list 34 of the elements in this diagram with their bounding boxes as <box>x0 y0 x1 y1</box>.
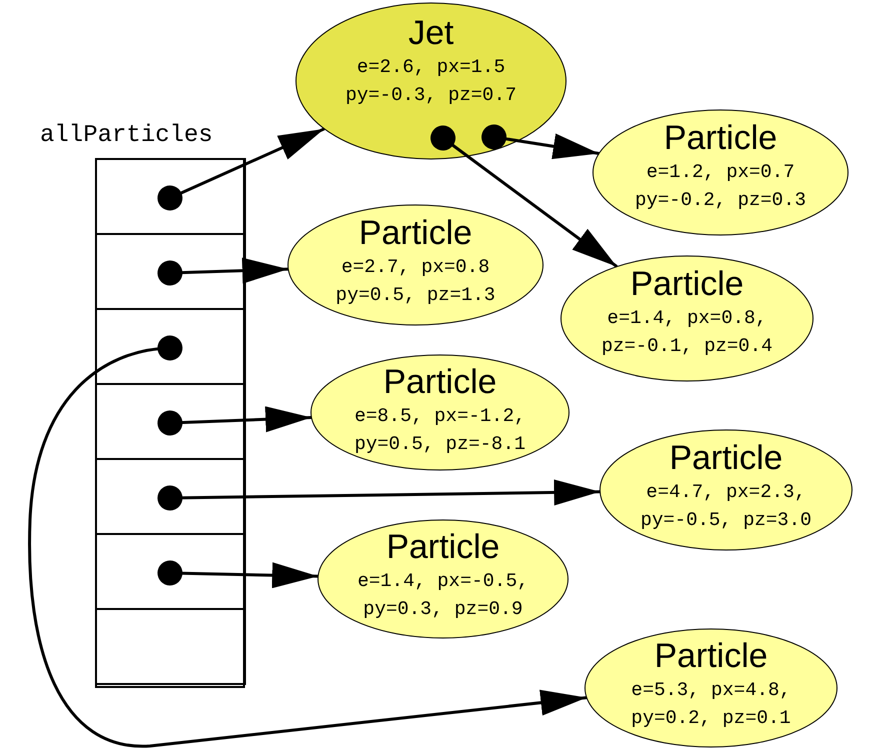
pointer-arrow <box>158 258 288 286</box>
node-values: e=1.4, px=-0.5, py=0.3, pz=0.9 <box>356 569 530 622</box>
node-title: Particle <box>358 214 472 251</box>
ellipse-node <box>561 256 813 381</box>
node-values: e=8.5, px=-1.2, py=0.5, pz=-8.1 <box>353 404 526 458</box>
node-values: e=4.7, px=2.3, py=-0.5, pz=3.0 <box>639 480 812 533</box>
node-title: Jet <box>408 15 454 52</box>
pointer-arrow <box>430 126 618 268</box>
node-title: Particle <box>630 266 744 302</box>
pointer-arrow <box>482 124 600 160</box>
ellipse-node <box>288 205 543 325</box>
node-values: e=1.4, px=0.8, pz=-0.1, pz=0.4 <box>600 306 774 359</box>
node-title: Particle <box>669 440 783 476</box>
node-values: e=2.6, px=1.5 py=-0.3, pz=0.7 <box>344 55 518 108</box>
node-title: Particle <box>654 638 768 674</box>
node-values: e=5.3, px=4.8, py=0.2, pz=0.1 <box>630 678 792 732</box>
ellipse-node <box>311 355 569 470</box>
ellipse-node <box>296 3 566 159</box>
node-values: e=2.7, px=0.8 py=0.5, pz=1.3 <box>334 254 496 308</box>
node-title: Particle <box>383 364 497 400</box>
pointer-arrow <box>158 406 312 436</box>
pointer-arrow <box>28 336 587 748</box>
pointer-arrow <box>158 560 318 588</box>
pointer-arrow <box>158 127 325 210</box>
ellipse-node <box>593 110 848 235</box>
array-name: allParticles <box>40 122 213 149</box>
pointer-arrow <box>158 479 600 510</box>
ellipse-node <box>318 520 568 638</box>
array-cell <box>94 608 246 685</box>
ellipse-node <box>585 629 837 747</box>
node-title: Particle <box>664 120 778 156</box>
node-title: Particle <box>386 529 500 566</box>
ellipse-node <box>600 430 852 550</box>
node-values: e=1.2, px=0.7 py=-0.2, pz=0.3 <box>634 160 807 213</box>
